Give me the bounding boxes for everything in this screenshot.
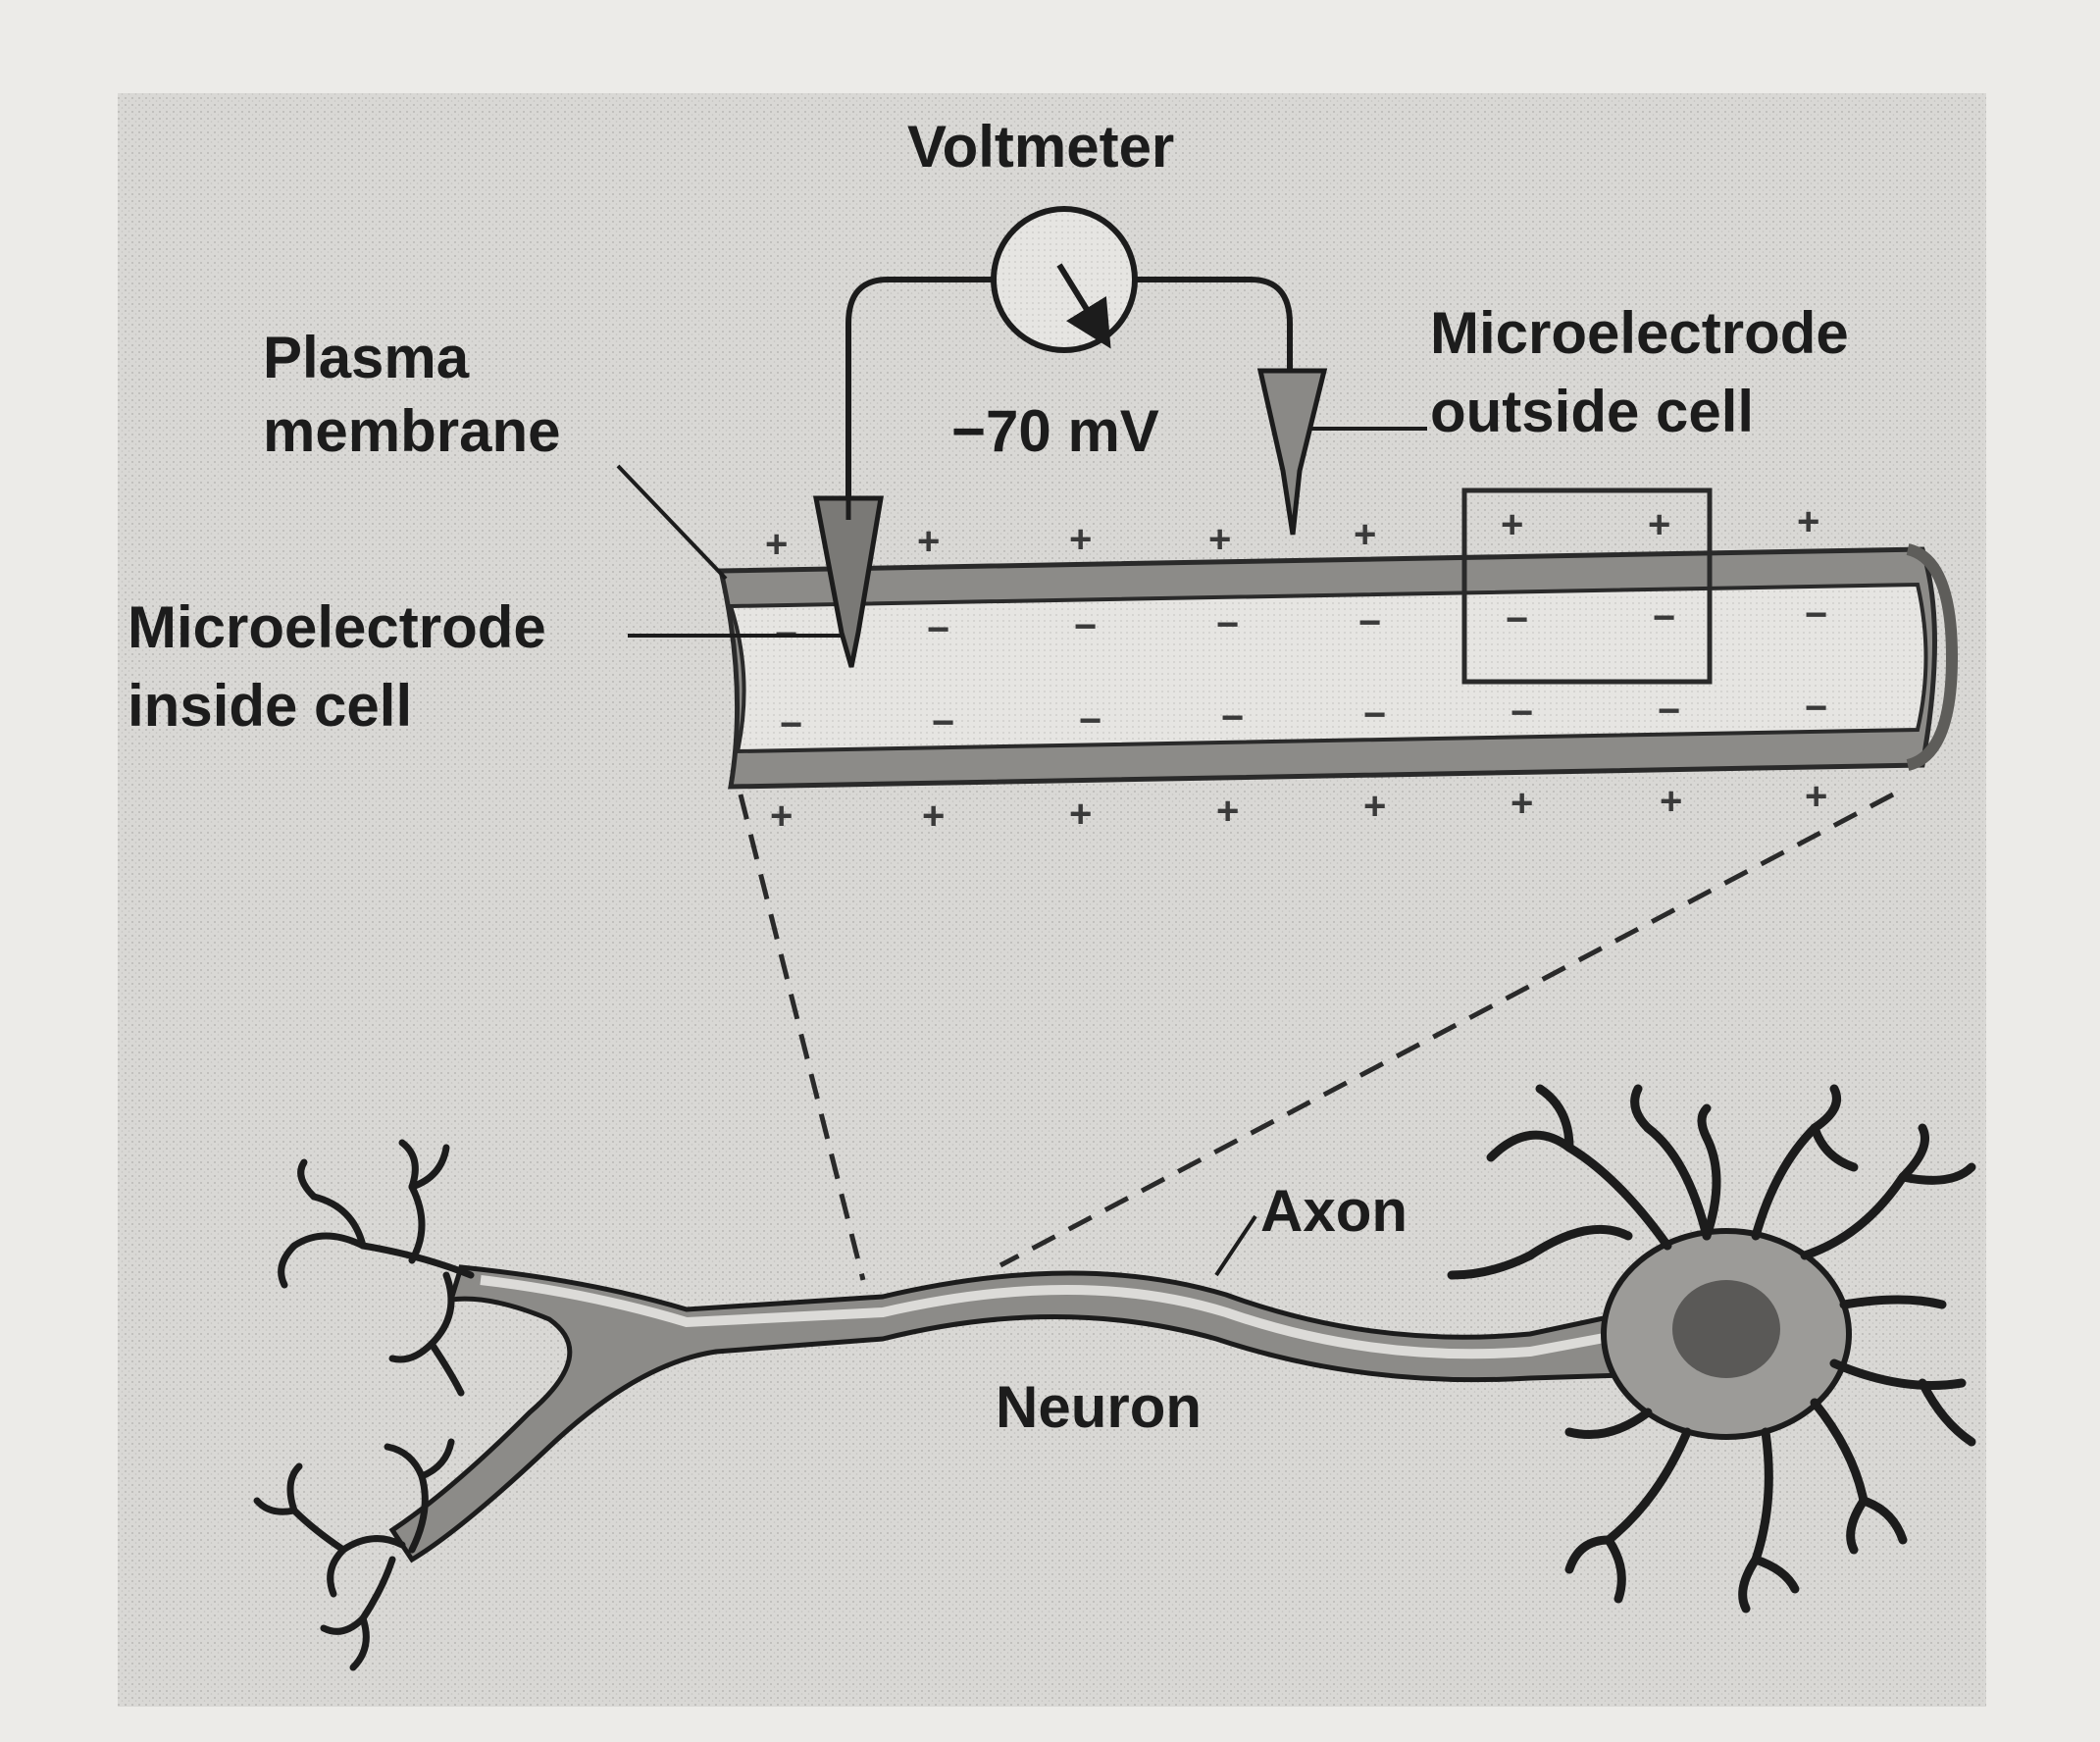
charges-outside-bottom: + + + + + + + + [770, 775, 1827, 838]
charge-plus: + [922, 794, 945, 838]
charges-inside-bottom: − − − − − − − − [780, 687, 1827, 746]
charge-minus: − [1511, 692, 1533, 735]
axon-segment [717, 543, 1959, 790]
voltmeter [991, 206, 1138, 353]
charge-plus: + [1354, 513, 1376, 556]
axon [388, 1264, 1691, 1563]
charge-minus: − [1221, 696, 1244, 740]
charge-minus: − [1363, 693, 1386, 737]
neuron [253, 1084, 1976, 1671]
charge-minus: − [780, 703, 802, 746]
charge-minus: − [1216, 603, 1239, 646]
plasma-membrane-leader [616, 464, 728, 581]
microelectrode-outside-label-line1: Microelectrode [1430, 300, 1849, 366]
wire-left [845, 277, 994, 500]
charge-minus: − [1079, 699, 1101, 743]
charges-outside-top: + + + + + + + + [765, 500, 1819, 566]
microelectrode-outside [1256, 368, 1328, 536]
charge-minus: − [927, 608, 949, 651]
zoom-line-left [738, 794, 866, 1281]
charge-minus: − [1358, 601, 1381, 644]
charge-plus: + [765, 523, 788, 566]
charge-plus: + [1208, 518, 1231, 561]
charge-minus: − [1653, 596, 1675, 640]
zoom-box [1461, 487, 1713, 685]
charge-minus: − [1805, 687, 1827, 730]
plasma-membrane-label-line2: membrane [263, 398, 560, 464]
microelectrode-outside-label-line2: outside cell [1430, 379, 1754, 444]
charge-minus: − [1074, 605, 1097, 648]
charge-plus: + [1501, 503, 1523, 546]
charge-plus: + [1069, 793, 1092, 836]
charge-plus: + [1660, 780, 1682, 823]
charge-plus: + [1797, 500, 1819, 543]
charge-minus: − [932, 701, 954, 744]
charge-plus: + [770, 794, 793, 838]
axon-leader [1214, 1214, 1257, 1277]
charge-minus: − [1506, 598, 1528, 641]
nucleus [1672, 1280, 1780, 1378]
zoom-line-right [999, 792, 1895, 1268]
charge-minus: − [1658, 690, 1680, 733]
microelectrode-inside-label-line1: Microelectrode [128, 594, 546, 660]
figure-panel [118, 93, 1986, 1707]
charges-inside-top: − − − − − − − − [775, 593, 1827, 656]
axon-terminals-upper [278, 1139, 475, 1397]
charge-minus: − [1805, 593, 1827, 637]
microelectrode-inside [812, 495, 884, 668]
voltmeter-needle [1056, 263, 1111, 349]
microelectrode-inside-label-line2: inside cell [128, 673, 412, 739]
charge-plus: + [1805, 775, 1827, 818]
axon-terminals-lower [253, 1438, 455, 1671]
charge-plus: + [917, 520, 940, 563]
voltmeter-label: Voltmeter [907, 114, 1174, 179]
dendrites [1447, 1084, 1976, 1614]
charge-plus: + [1648, 503, 1670, 546]
neuron-label: Neuron [996, 1374, 1202, 1440]
wire-right [1135, 277, 1293, 373]
charge-plus: + [1363, 785, 1386, 828]
charge-plus: + [1216, 790, 1239, 833]
axon-label: Axon [1260, 1178, 1408, 1244]
charge-plus: + [1511, 782, 1533, 825]
charge-plus: + [1069, 518, 1092, 561]
axon-end-cap [1906, 543, 1959, 771]
plasma-membrane-label-line1: Plasma [263, 325, 470, 390]
axon-highlight [480, 1275, 1668, 1359]
voltage-reading: −70 mV [951, 398, 1159, 464]
